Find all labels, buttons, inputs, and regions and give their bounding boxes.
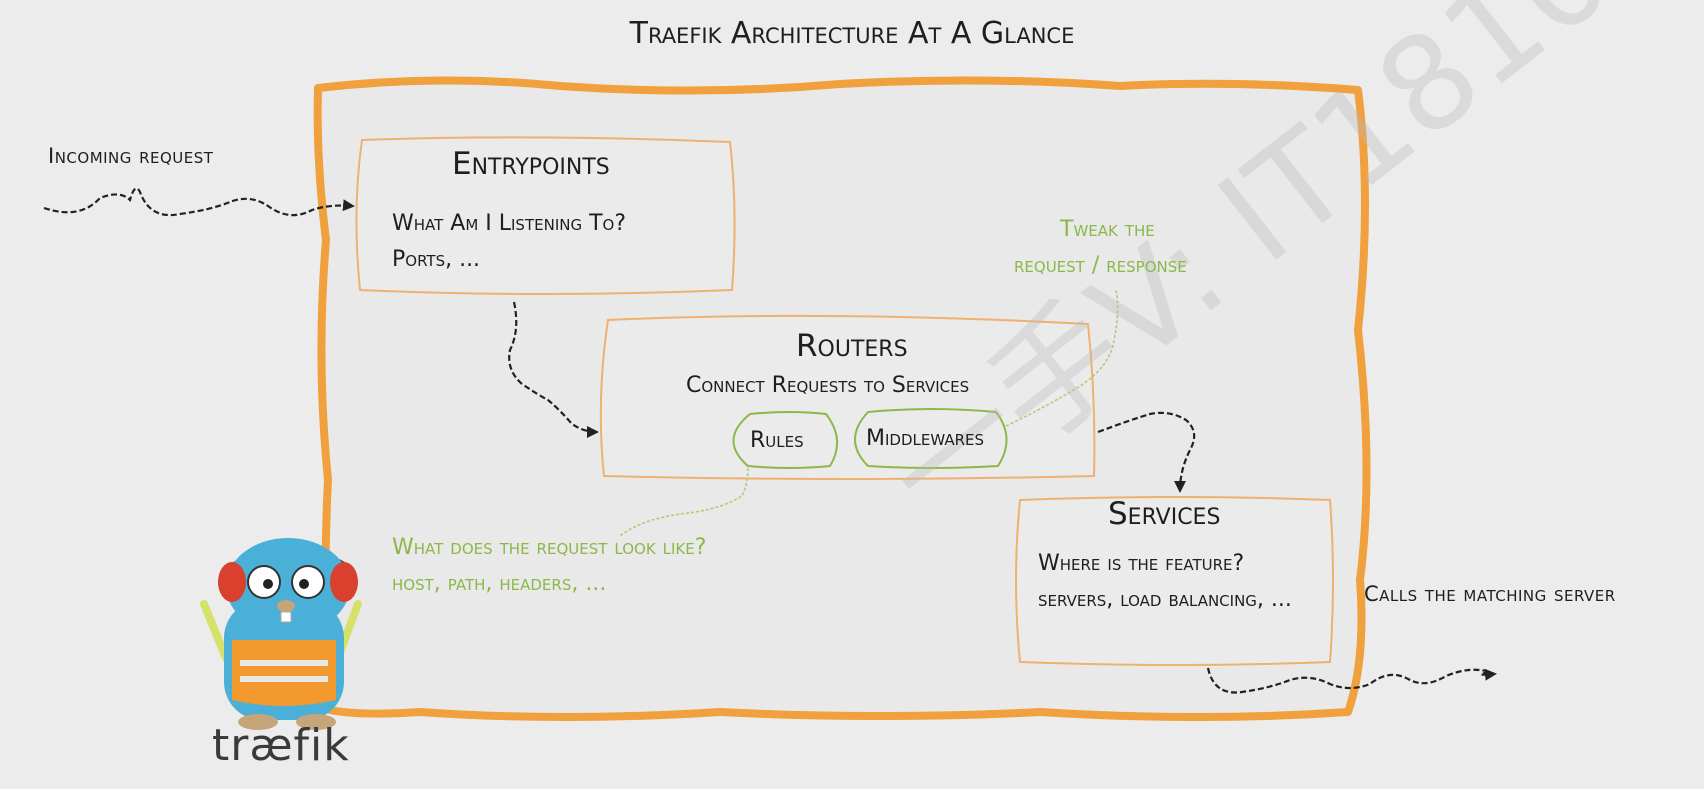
entrypoints-title: Entrypoints — [452, 146, 610, 182]
entrypoints-line2: Ports, ... — [392, 247, 481, 272]
rules-label: Rules — [750, 428, 804, 453]
rules-pill — [732, 411, 838, 469]
middlewares-pill — [854, 408, 1008, 469]
rules-connector — [619, 467, 749, 537]
traefik-logo-text: træfik — [212, 720, 350, 771]
router-to-service-arrow — [1097, 411, 1196, 493]
middlewares-connector — [1005, 289, 1119, 427]
entrypoints-box — [355, 136, 736, 295]
entry-to-router-arrow — [508, 301, 599, 438]
middlewares-label: Middlewares — [866, 426, 985, 451]
tweak-line1: Tweak the — [1060, 217, 1155, 242]
routers-subtitle: Connect Requests to Services — [686, 373, 970, 398]
calls-server-label: Calls the matching server — [1364, 582, 1616, 606]
services-line1: Where is the feature? — [1038, 551, 1245, 576]
services-title: Services — [1108, 496, 1221, 532]
tweak-line2: request / response — [1014, 253, 1187, 278]
gopher-mascot — [200, 538, 362, 730]
rules-note-line2: host, path, headers, ... — [392, 571, 607, 596]
entrypoints-line1: What Am I Listening To? — [392, 211, 626, 236]
outgoing-arrow — [1206, 667, 1497, 694]
services-line2: servers, load balancing, ... — [1038, 587, 1292, 612]
routers-box — [599, 314, 1096, 480]
rules-note-line1: What does the request look like? — [392, 535, 707, 560]
page-title: Traefik Architecture At A Glance — [629, 16, 1075, 51]
services-box — [1015, 496, 1334, 666]
incoming-request-label: Incoming request — [48, 144, 214, 168]
incoming-arrow — [43, 187, 355, 217]
routers-title: Routers — [796, 328, 908, 364]
